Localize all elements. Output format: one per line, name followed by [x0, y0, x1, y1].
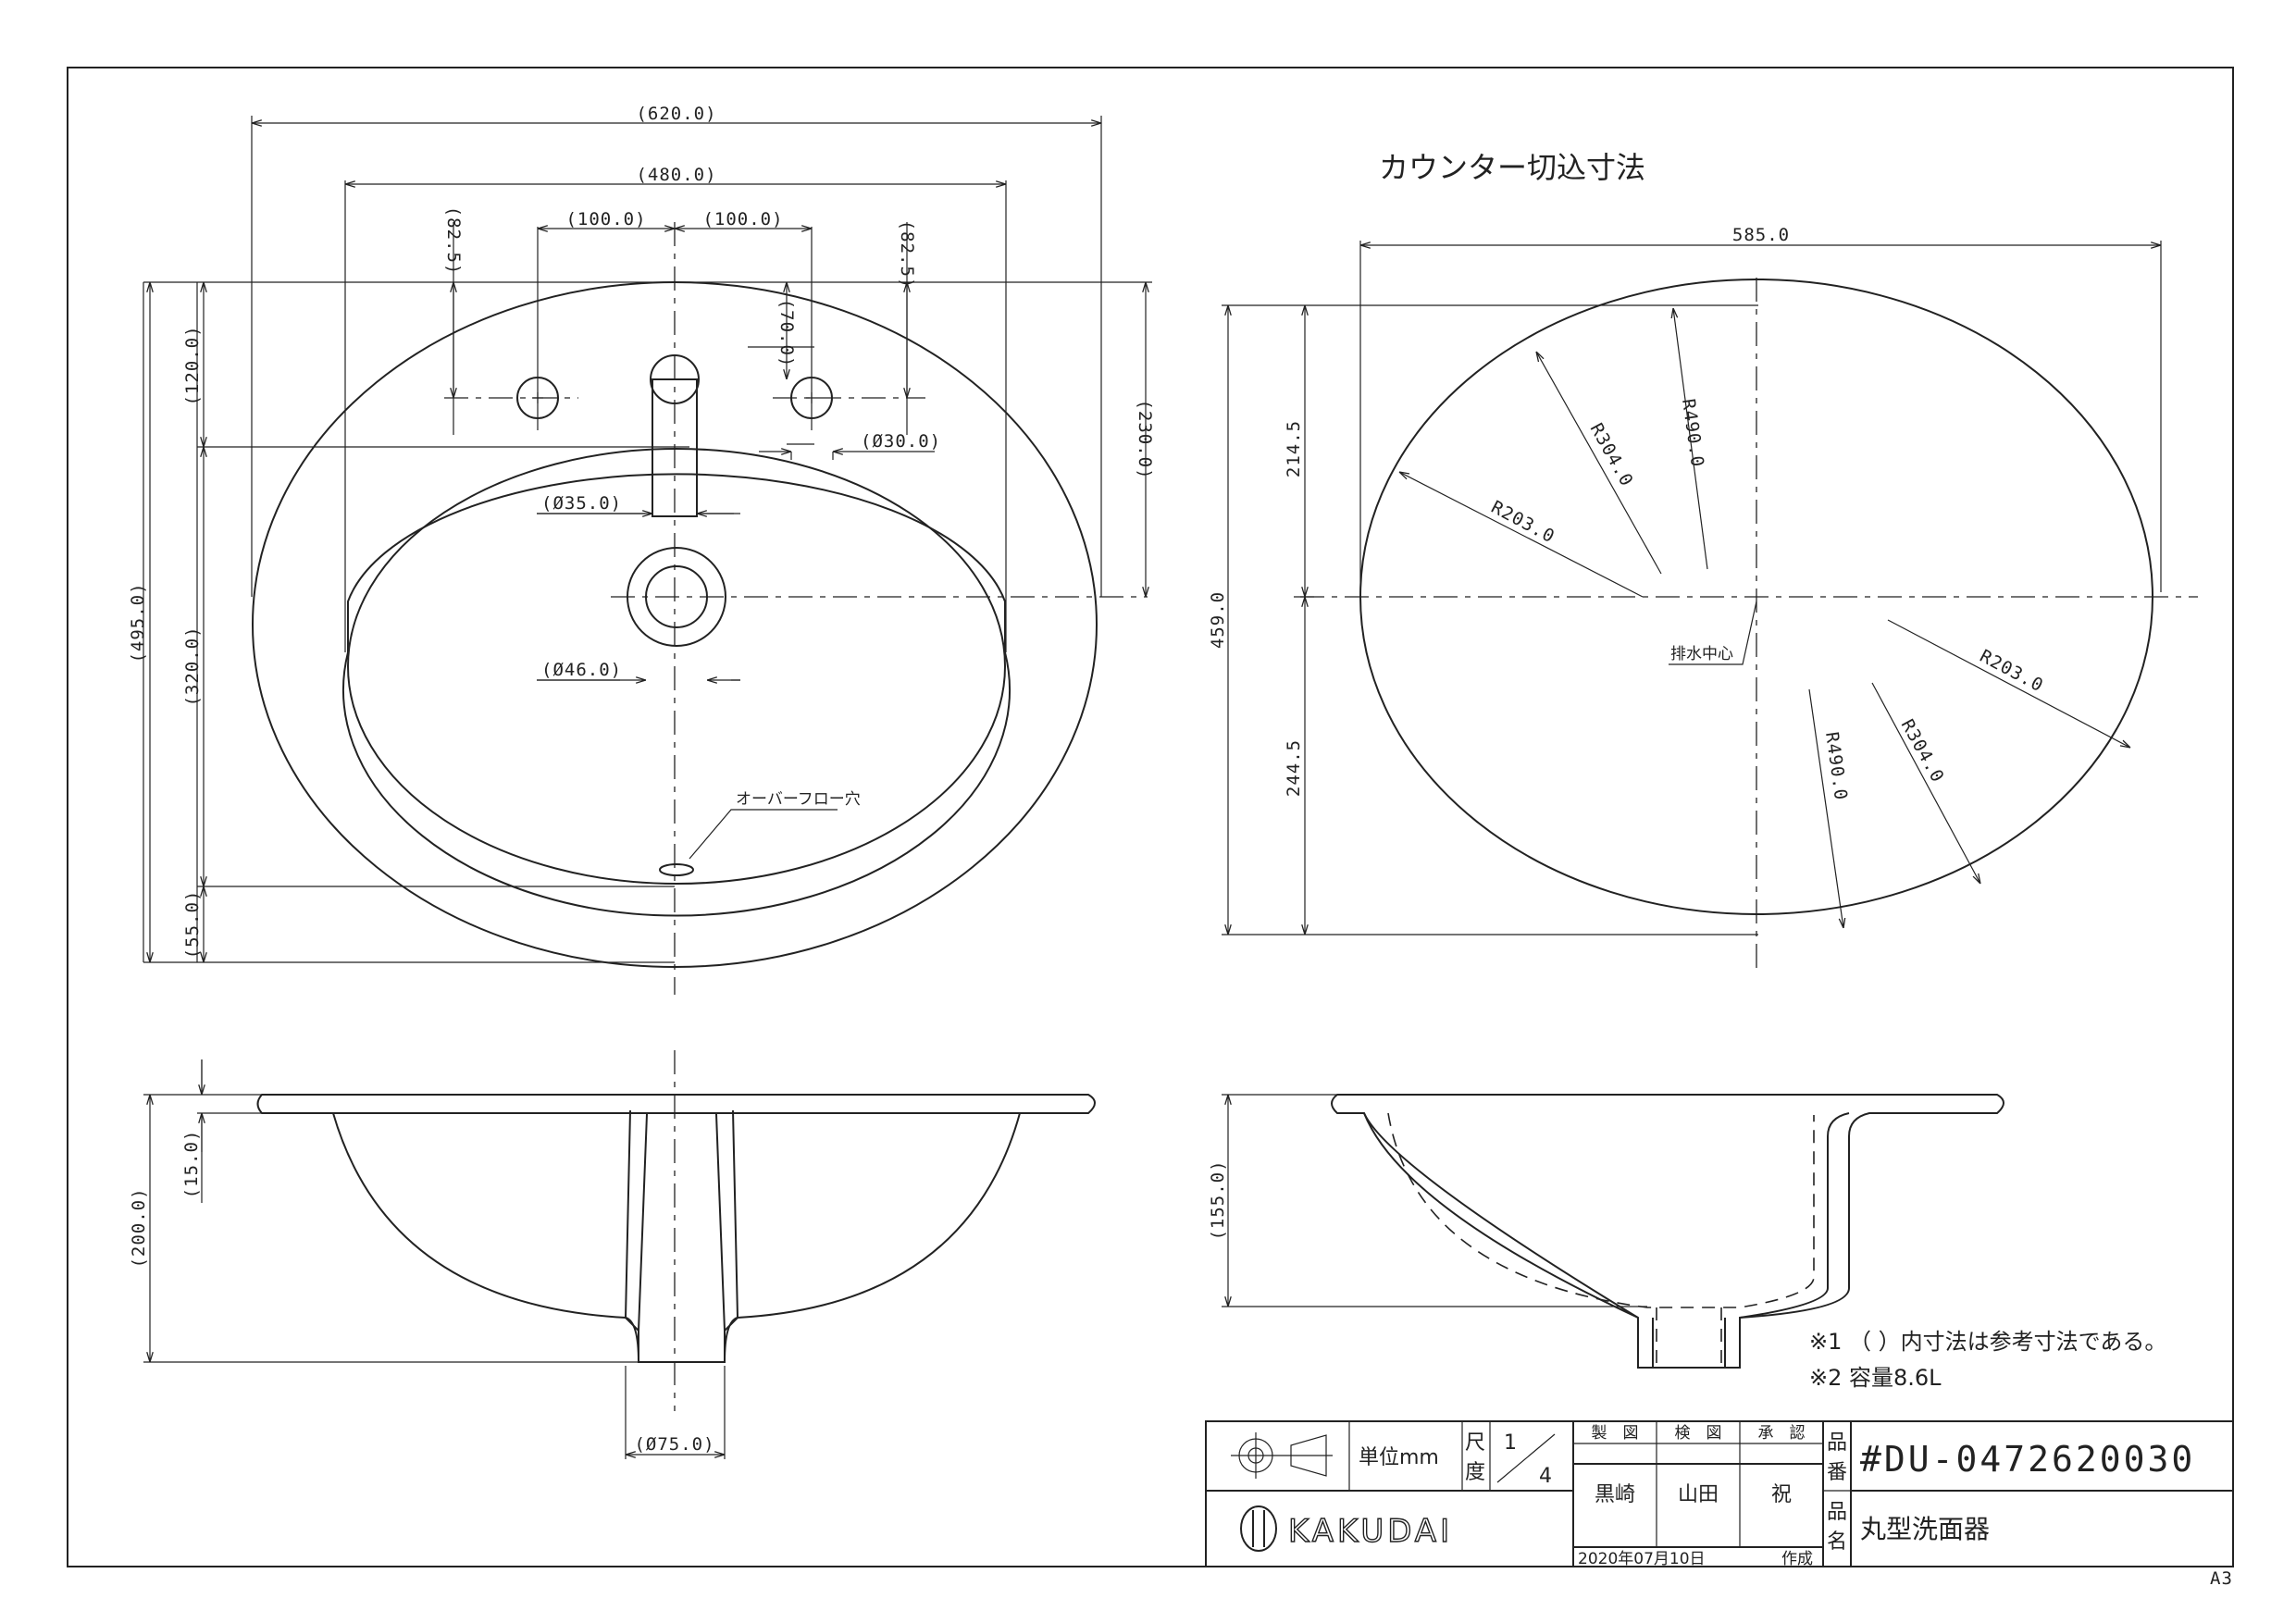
part-name: 丸型洗面器 [1860, 1514, 1990, 1544]
part-no-label-2: 番 [1827, 1461, 1847, 1484]
brand-name: KAKUDAI [1288, 1513, 1453, 1550]
scale-denominator: 4 [1539, 1465, 1552, 1488]
bowl-opening [342, 473, 1011, 917]
front-height: (200.0) [129, 1187, 149, 1268]
kakudai-logo: KAKUDAI [1240, 1505, 1453, 1552]
checked-label: 検 図 [1675, 1424, 1722, 1443]
cutout-lower: 244.5 [1284, 739, 1304, 797]
title-block: 単位mm 尺 度 1 4 製 図 検 図 承 認 黒崎 山田 祝 2020年07… [1205, 1420, 2234, 1568]
drawn-by: 黒崎 [1595, 1483, 1635, 1506]
dim-hole-offset-left: (82.5) [443, 206, 464, 276]
dim-hole-to-drain: (230.0) [1135, 399, 1155, 479]
dim-drain-dia: (Ø46.0) [541, 660, 622, 680]
plan-view: (620.0) (480.0) (100.0) (100.0) (82.5) (… [128, 104, 1155, 995]
note-2: ※2 容量8.6L [1809, 1365, 1942, 1391]
bowl-inner [347, 448, 1006, 885]
part-name-label-2: 名 [1827, 1530, 1847, 1554]
part-no-label-1: 品 [1827, 1431, 1847, 1455]
approved-by: 祝 [1771, 1483, 1792, 1506]
scale-numerator: 1 [1504, 1431, 1517, 1455]
dim-front-rim: (55.0) [182, 890, 203, 960]
side-rim [1331, 1094, 2004, 1369]
cutout-r-upper-3: R203.0 [1488, 497, 1558, 547]
approved-label: 承 認 [1758, 1424, 1806, 1443]
overflow-hole [659, 863, 694, 876]
cutout-title: カウンター切込寸法 [1379, 150, 1645, 185]
date-suffix: 作成 [1781, 1550, 1813, 1568]
dim-faucet-hole-dia: (Ø35.0) [541, 493, 622, 514]
checked-by: 山田 [1678, 1483, 1719, 1506]
front-rim [256, 1094, 1096, 1114]
drawing-date: 2020年07月10日 [1578, 1550, 1706, 1568]
dim-faucet-depth: (70.0) [776, 299, 797, 368]
part-number: #DU-0472620030 [1860, 1439, 2195, 1480]
drain-center-label: 排水中心 [1670, 645, 1733, 663]
dim-bowl-depth: (320.0) [182, 626, 203, 706]
dim-hole-to-bowl: (120.0) [182, 325, 203, 405]
cutout-r-upper-2: R304.0 [1586, 420, 1637, 490]
dim-width-inner: (480.0) [636, 165, 716, 185]
dim-hole-pitch-right: (100.0) [702, 209, 783, 229]
dim-side-hole-dia: (Ø30.0) [861, 431, 941, 452]
cutout-width: 585.0 [1732, 225, 1790, 245]
side-view: (155.0) [1208, 1094, 2004, 1369]
overflow-label: オーバーフロー穴 [736, 790, 861, 809]
side-height: (155.0) [1208, 1159, 1228, 1240]
cutout-r-upper-1: R490.0 [1678, 398, 1707, 469]
front-bowl [332, 1112, 1021, 1363]
note-1: ※1 （ ）内寸法は参考寸法である。 [1809, 1329, 2166, 1355]
dim-width-outer: (620.0) [636, 104, 716, 124]
cutout-r-lower-1: R203.0 [1977, 646, 2047, 696]
cutout-height: 459.0 [1208, 591, 1228, 649]
front-view: (200.0) (15.0) (Ø75.0) [129, 1050, 1096, 1459]
sheet-border [67, 67, 2234, 1567]
cutout-upper: 214.5 [1284, 420, 1304, 477]
cutout-r-lower-3: R490.0 [1821, 731, 1851, 802]
scale-label-2: 度 [1465, 1461, 1485, 1484]
third-angle-projection-icon [1231, 1432, 1333, 1479]
drawn-label: 製 図 [1592, 1424, 1639, 1443]
scale-label-1: 尺 [1465, 1431, 1485, 1455]
front-flange: (15.0) [181, 1130, 202, 1199]
sheet-size: A3 [2210, 1568, 2233, 1589]
unit-label: 単位mm [1359, 1446, 1439, 1469]
front-outlet-dia: (Ø75.0) [634, 1434, 714, 1455]
dim-hole-offset-right: (82.5) [897, 220, 917, 290]
dim-depth-total: (495.0) [128, 582, 148, 663]
dim-hole-pitch-left: (100.0) [565, 209, 646, 229]
cutout-view: カウンター切込寸法 585.0 459.0 214.5 244.5 R490.0… [1208, 150, 2198, 972]
part-name-label-1: 品 [1827, 1501, 1847, 1524]
